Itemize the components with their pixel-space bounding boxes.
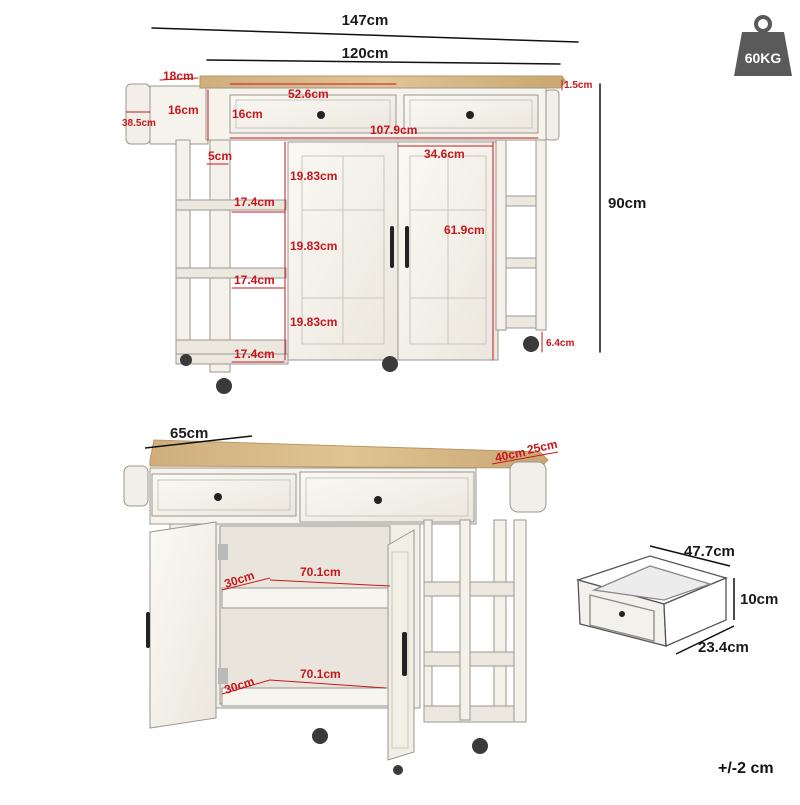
door-height-label: 61.9cm [444, 223, 485, 237]
drawer-knob-icon [374, 496, 382, 504]
drawer-dimension-lines [649, 545, 735, 655]
front-dimension-lines [125, 27, 601, 363]
open-dimension-lines [144, 435, 559, 695]
towel-bar-width-label: 38.5cm [122, 118, 156, 129]
door-handle-icon [402, 632, 407, 676]
weight-label: 60KG [745, 50, 782, 66]
door-handle-icon [405, 226, 409, 268]
shelf-depth-3-label: 17.4cm [234, 347, 275, 361]
drawer-knob-icon [214, 493, 222, 501]
side-box-height-label: 16cm [168, 103, 199, 117]
shelf-gap-2-label: 19.83cm [290, 239, 337, 253]
top-width-label: 120cm [342, 45, 389, 62]
open-view-cart [123, 439, 549, 761]
post-width-label: 5cm [208, 149, 232, 163]
weight-icon [734, 15, 792, 76]
inner-width-label: 107.9cm [370, 123, 417, 137]
towel-bar-depth-label: 18cm [163, 69, 194, 83]
caster-wheel-icon [180, 336, 539, 394]
caster-wheel-icon [312, 728, 488, 775]
drawer-width-label: 47.7cm [684, 543, 735, 560]
hinge-icon [218, 544, 228, 684]
shelf-depth-1-label: 17.4cm [234, 195, 275, 209]
front-view-cart [125, 75, 567, 373]
drawer-width-label: 52.6cm [288, 87, 329, 101]
tolerance-note: +/-2 cm [718, 760, 774, 777]
shelf-gap-3-label: 19.83cm [290, 315, 337, 329]
top-thickness-label: 1.5cm [564, 80, 592, 91]
drawer-height-label: 10cm [740, 591, 778, 608]
drawer-knob-icon [466, 111, 474, 119]
side-shelf-label: 25cm [526, 437, 559, 457]
inner-width-top-label: 70.1cm [300, 565, 341, 579]
shelf-gap-1-label: 19.83cm [290, 169, 337, 183]
door-handle-icon [146, 612, 150, 648]
door-width-label: 34.6cm [424, 147, 465, 161]
door-handle-icon [390, 226, 394, 268]
drawer-depth-label: 23.4cm [698, 639, 749, 656]
drawer-knob-icon [317, 111, 325, 119]
inner-width-bottom-label: 70.1cm [300, 667, 341, 681]
total-height-label: 90cm [608, 195, 646, 212]
clearance-label: 6.4cm [546, 338, 574, 349]
shelf-depth-2-label: 17.4cm [234, 273, 275, 287]
side-depth-label: 40cm [494, 445, 527, 465]
drawer-knob-icon [619, 611, 625, 617]
drawer-detail [575, 555, 728, 647]
overall-width-label: 147cm [342, 12, 389, 29]
depth-label: 65cm [170, 425, 208, 442]
drawer-height-label: 16cm [232, 107, 263, 121]
